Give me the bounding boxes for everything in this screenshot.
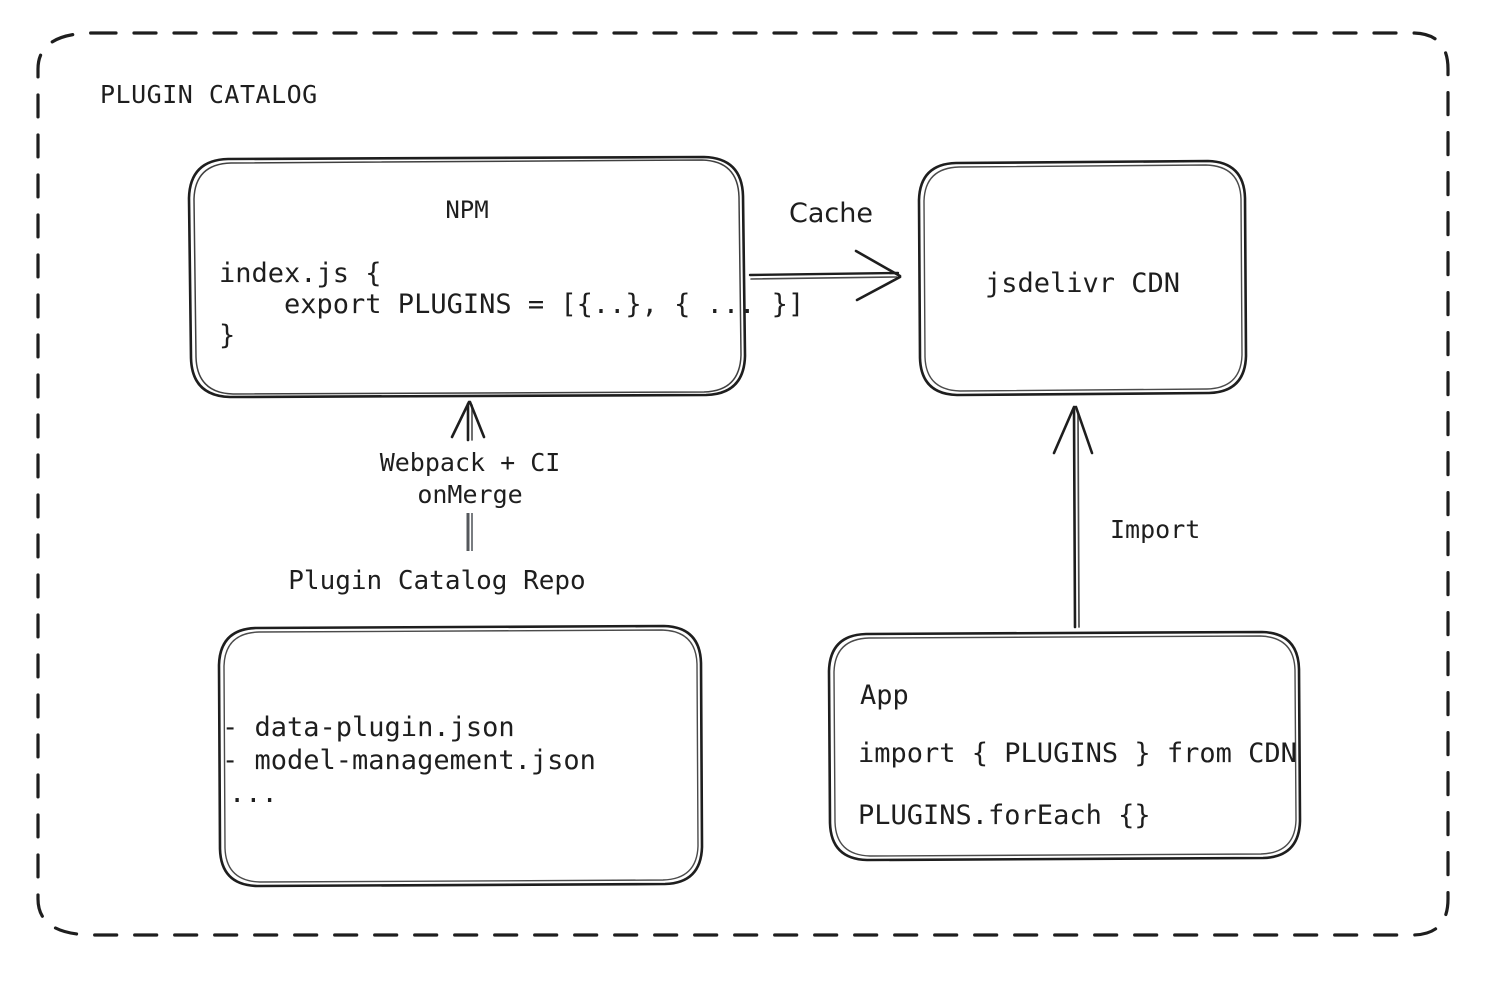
node-app-code-line-2: PLUGINS.forEach {} xyxy=(858,800,1151,831)
node-npm-title: NPM xyxy=(445,196,489,224)
node-cdn-title: jsdelivr CDN xyxy=(984,268,1181,299)
plugin-catalog-container xyxy=(36,31,1450,937)
node-repo-code-line-3: ... xyxy=(229,778,278,809)
node-app-code-line-1: import { PLUGINS } from CDN xyxy=(858,738,1297,769)
node-npm-code-line-2: export PLUGINS = [{..}, { ... }] xyxy=(219,289,805,320)
edge-npm-to-cdn xyxy=(748,249,902,302)
edge-label-webpack-ci: Webpack + CI xyxy=(379,448,561,477)
node-repo-code-line-1: - data-plugin.json xyxy=(222,712,515,743)
node-cdn-shape[interactable] xyxy=(917,159,1248,397)
node-repo-caption: Plugin Catalog Repo xyxy=(288,566,586,596)
edge-label-cache: Cache xyxy=(789,198,873,229)
edge-repo-to-npm xyxy=(450,400,486,551)
node-npm-shape[interactable] xyxy=(187,155,747,399)
edge-label-import: Import xyxy=(1110,515,1201,544)
node-repo-code-line-2: - model-management.json xyxy=(222,745,596,776)
container-title: PLUGIN CATALOG xyxy=(100,80,318,109)
node-npm-code-line-1: index.js { xyxy=(219,258,382,289)
edge-app-to-cdn xyxy=(1052,405,1094,629)
node-npm-code-line-3: } xyxy=(219,320,236,351)
node-app-shape[interactable] xyxy=(827,630,1302,862)
node-repo-shape[interactable] xyxy=(217,624,704,888)
edge-label-onmerge: onMerge xyxy=(417,480,523,509)
node-app-title: App xyxy=(860,680,909,711)
